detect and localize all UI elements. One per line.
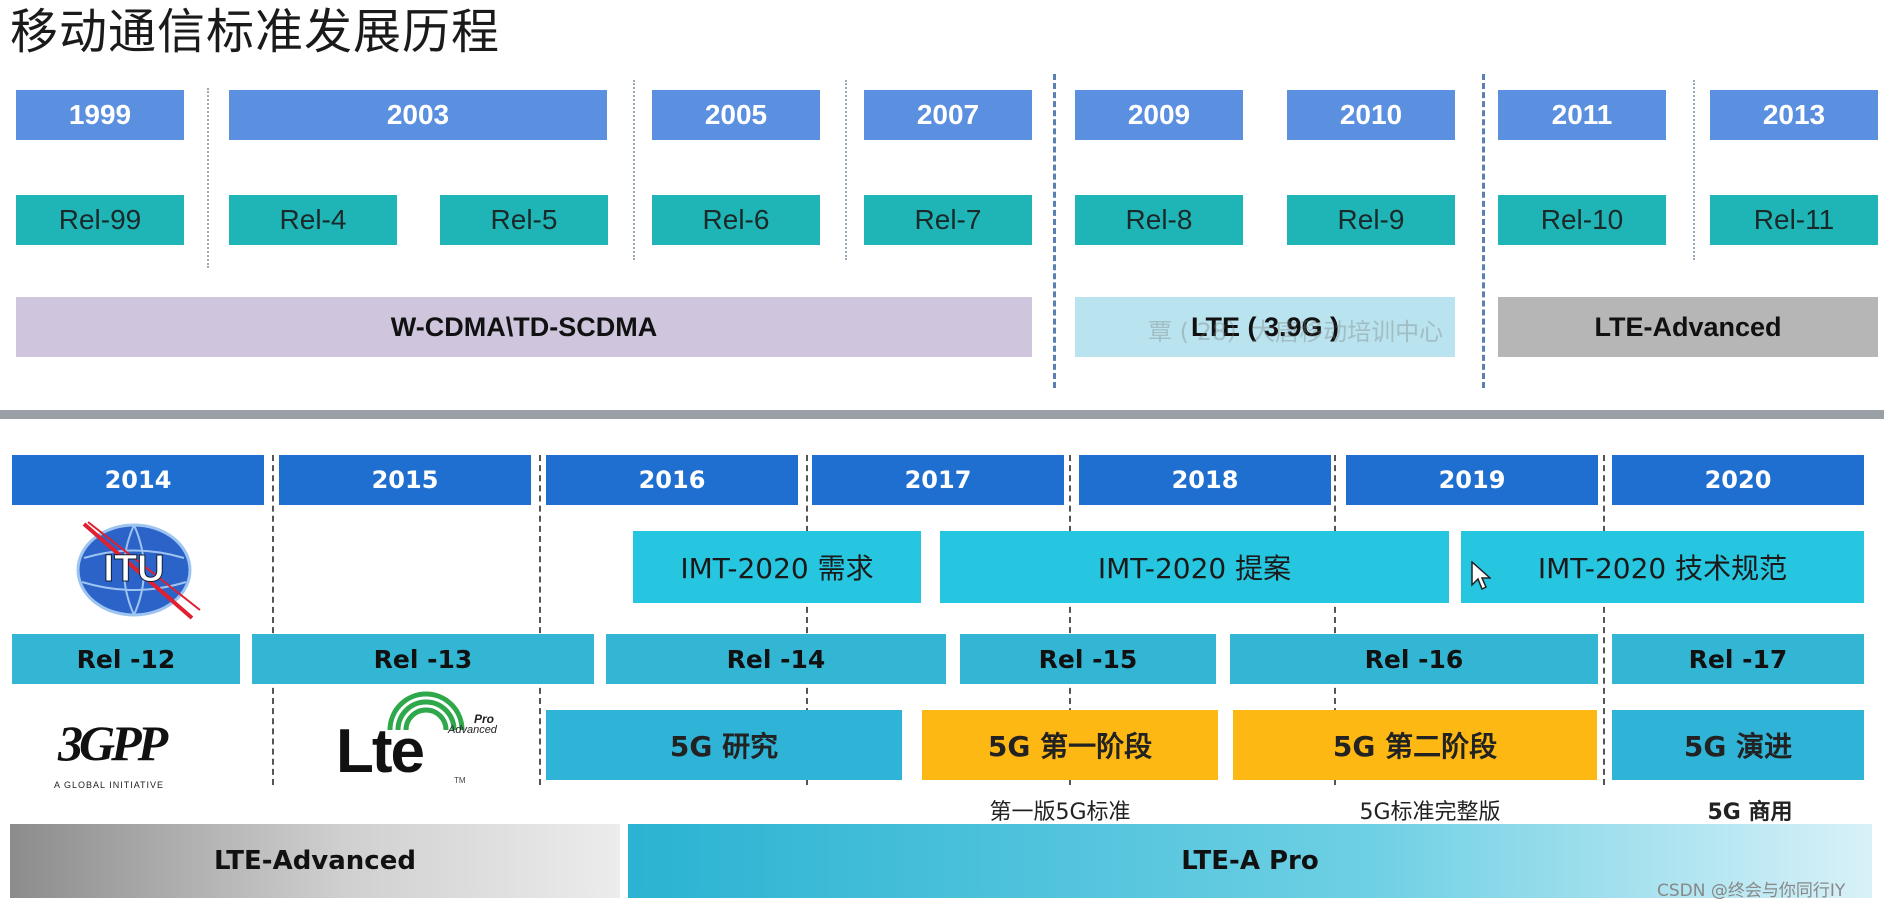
lte-logo-tm: TM [454,776,466,785]
watermark-text: 覃 ( 28）大唐移动培训中心 [1148,318,1444,346]
page-title: 移动通信标准发展历程 [10,4,501,60]
divider [633,80,635,260]
year-box: 2003 [229,90,607,140]
release-box: Rel -12 [12,634,240,684]
release-box: Rel-6 [652,195,820,245]
year-divider [1069,455,1071,785]
year-divider [806,455,808,785]
note-5g-commercial: 5G 商用 [1707,800,1793,825]
mouse-cursor-icon [1471,560,1492,595]
section-separator [0,410,1884,419]
release-box: Rel -15 [960,634,1216,684]
3gpp-logo: 3GPP A GLOBAL INITIATIVE [50,710,200,796]
lte-a-pro-bar: LTE-A Pro [628,824,1872,898]
credit-text: CSDN @终会与你同行IY [1657,881,1846,901]
year-divider [1603,455,1605,785]
itu-logo-text: ITU [103,548,165,591]
year-box: 2010 [1287,90,1455,140]
year-box: 2019 [1346,455,1598,505]
lte-logo: Lte Advanced Pro TM [336,690,497,790]
3gpp-logo-subtext: A GLOBAL INITIATIVE [54,780,165,790]
divider [845,80,847,260]
year-box: 2018 [1079,455,1331,505]
phase-box-evolution: 5G 演进 [1612,710,1864,780]
itu-logo-icon [76,521,201,620]
lte-advanced-bar: LTE-Advanced [10,824,620,898]
year-box: 1999 [16,90,184,140]
lte-logo-pro: Pro [474,712,495,726]
release-box: Rel-99 [16,195,184,245]
imt-box: IMT-2020 技术规范 [1461,531,1864,603]
year-divider [539,455,541,785]
release-box: Rel -13 [252,634,594,684]
release-box: Rel -16 [1230,634,1598,684]
lte-logo-text: Lte [336,717,425,786]
era-bar-3g: W-CDMA\TD-SCDMA [16,297,1032,357]
year-box: 2015 [279,455,531,505]
divider [207,88,209,268]
phase-box-stage-2: 5G 第二阶段 [1233,710,1597,780]
year-box: 2007 [864,90,1032,140]
year-box: 2009 [1075,90,1243,140]
era-bar-lte: LTE ( 3.9G ) [1075,297,1455,357]
year-box: 2020 [1612,455,1864,505]
year-box: 2016 [546,455,798,505]
3gpp-logo-text: 3GPP [58,715,168,771]
release-box: Rel-9 [1287,195,1455,245]
release-box: Rel-7 [864,195,1032,245]
year-divider [1334,455,1336,785]
release-box: Rel-11 [1710,195,1878,245]
release-box: Rel -14 [606,634,946,684]
phase-divider [1482,74,1485,388]
imt-box: IMT-2020 需求 [633,531,921,603]
phase-divider [1053,74,1056,388]
release-box: Rel -17 [1612,634,1864,684]
year-box: 2011 [1498,90,1666,140]
imt-box: IMT-2020 提案 [940,531,1449,603]
phase-box-stage-1: 5G 第一阶段 [922,710,1218,780]
year-box: 2005 [652,90,820,140]
release-box: Rel-5 [440,195,608,245]
era-bar-lte-advanced: LTE-Advanced [1498,297,1878,357]
release-box: Rel-4 [229,195,397,245]
lte-logo-advanced: Advanced [448,724,497,736]
lte-signal-icon [387,691,465,731]
note-first-5g-standard: 第一版5G标准 [989,800,1131,825]
divider [1693,80,1695,260]
note-full-5g-standard: 5G标准完整版 [1359,800,1501,825]
phase-box-research: 5G 研究 [546,710,902,780]
release-box: Rel-8 [1075,195,1243,245]
year-box: 2013 [1710,90,1878,140]
year-divider [272,455,274,785]
itu-logo: ITU [64,518,204,622]
year-box: 2014 [12,455,264,505]
release-box: Rel-10 [1498,195,1666,245]
year-box: 2017 [812,455,1064,505]
